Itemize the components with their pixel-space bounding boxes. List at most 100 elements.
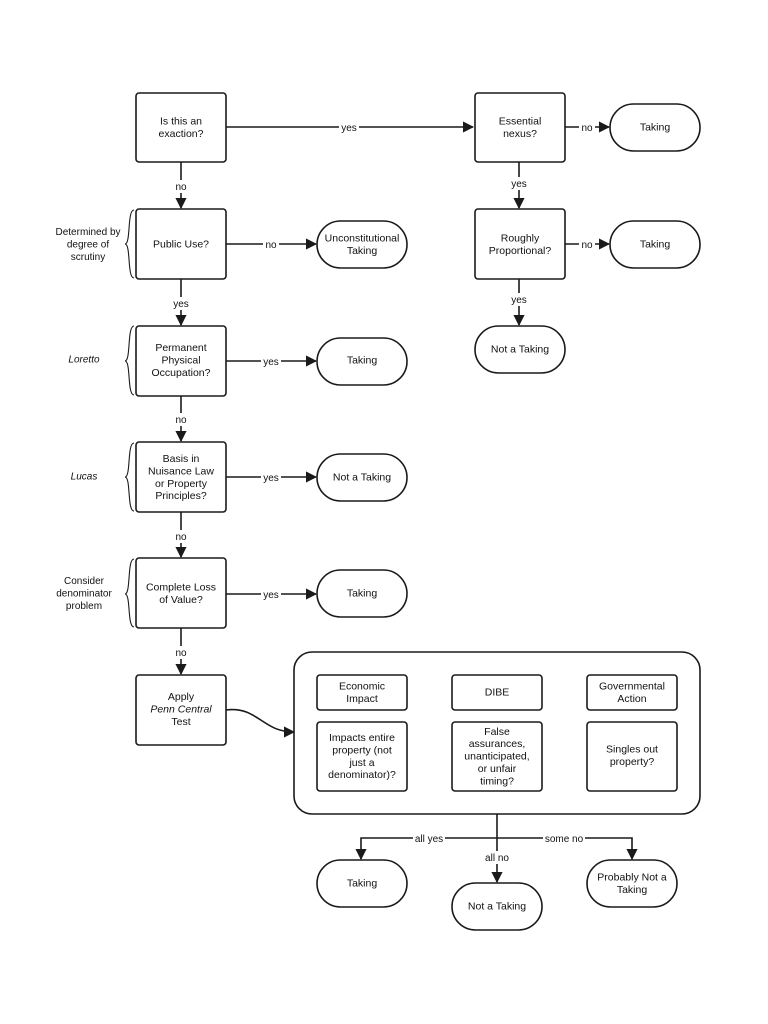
text-line: Taking [617,884,648,896]
taking-occupation-text: Taking [347,355,378,367]
text-line: Taking [640,122,671,134]
edge-penn-central-to-factors [225,708,296,738]
text-line: or Property [155,478,208,490]
text-line: denominator)? [328,769,396,781]
label-occupation-no: no [172,413,190,426]
text-line: Taking [347,588,378,600]
label-loss-no: no [172,646,190,659]
text-line: of Value? [159,594,203,606]
brace-scrutiny [124,209,135,279]
dibe-text: DIBE [485,687,510,699]
text-line: Nuisance Law [148,465,214,477]
label-nuisance-yes: yes [261,471,281,484]
label-proportional-no: no [579,238,595,251]
svg-text:yes: yes [341,123,357,134]
text-line: Penn Central [150,704,212,716]
text-line: denominator [56,589,112,600]
not-taking-nuisance-text: Not a Taking [333,472,391,484]
box-public-use [135,208,227,280]
box-essential-nexus [474,92,566,163]
svg-text:no: no [581,240,593,251]
text-line: Impacts entire [329,732,395,744]
box-taking-nexus [609,103,701,152]
text-line: exaction? [159,128,204,140]
box-unconstitutional [316,220,408,269]
svg-text:no: no [175,532,187,543]
svg-text:some no: some no [545,834,584,845]
box-taking-occupation [316,337,408,386]
label-exaction-no: no [172,180,190,193]
text-line: just a [348,757,374,769]
svg-text:no: no [265,240,277,251]
label-nexus-no: no [579,121,595,134]
text-line: Taking [347,245,378,257]
box-nuisance [135,441,227,513]
taking-proportional-text: Taking [640,239,671,251]
text-line: Occupation? [152,367,211,379]
label-all-no: all no [484,851,512,864]
box-singles-out [586,721,678,792]
svg-text:no: no [581,123,593,134]
label-all-yes: all yes [413,832,445,845]
box-not-taking-proportional [474,325,566,374]
text-line: unanticipated, [464,751,529,763]
text-line: Economic [339,680,385,692]
box-probably-not-taking [586,859,678,908]
label-nuisance-no: no [172,530,190,543]
text-line: Not a Taking [333,472,391,484]
svg-text:yes: yes [263,473,279,484]
text-line: Is this an [160,115,202,127]
side-braces [124,209,135,628]
svg-text:all yes: all yes [415,834,443,845]
box-taking-proportional [609,220,701,269]
taking-loss-text: Taking [347,588,378,600]
edge-all-yes [355,837,497,861]
brace-lucas [124,442,135,512]
lucas-note: Lucas [71,472,98,483]
box-not-taking-all-no [451,882,543,931]
text-line: Taking [347,878,378,890]
text-line: Not a Taking [491,344,549,356]
box-penn-central [135,674,227,746]
box-roughly-proportional [474,208,566,280]
text-line: scrutiny [71,252,105,263]
box-not-taking-nuisance [316,453,408,502]
box-dibe [451,674,543,711]
svg-text:no: no [175,648,187,659]
brace-loretto [124,325,135,396]
text-line: Singles out [606,743,658,755]
label-some-no: some no [543,832,585,845]
box-exaction [135,92,227,163]
text-line: or unfair [478,763,517,775]
text-line: Apply [168,691,195,703]
text-line: Essential [499,115,542,127]
text-line: Probably Not a [597,871,667,883]
loretto-note: Loretto [68,355,100,366]
text-line: Permanent [155,342,206,354]
taking-nexus-text: Taking [640,122,671,134]
not-taking-all-no-text: Not a Taking [468,901,526,913]
label-proportional-yes: yes [509,293,529,306]
nodes [135,92,701,931]
box-taking-all-yes [316,859,408,908]
edge-some-no [497,837,638,861]
box-impacts-entire [316,721,408,792]
edge-labels: yes no no yes no no yes yes yes no yes n… [171,121,595,864]
text-line: nexus? [503,128,537,140]
